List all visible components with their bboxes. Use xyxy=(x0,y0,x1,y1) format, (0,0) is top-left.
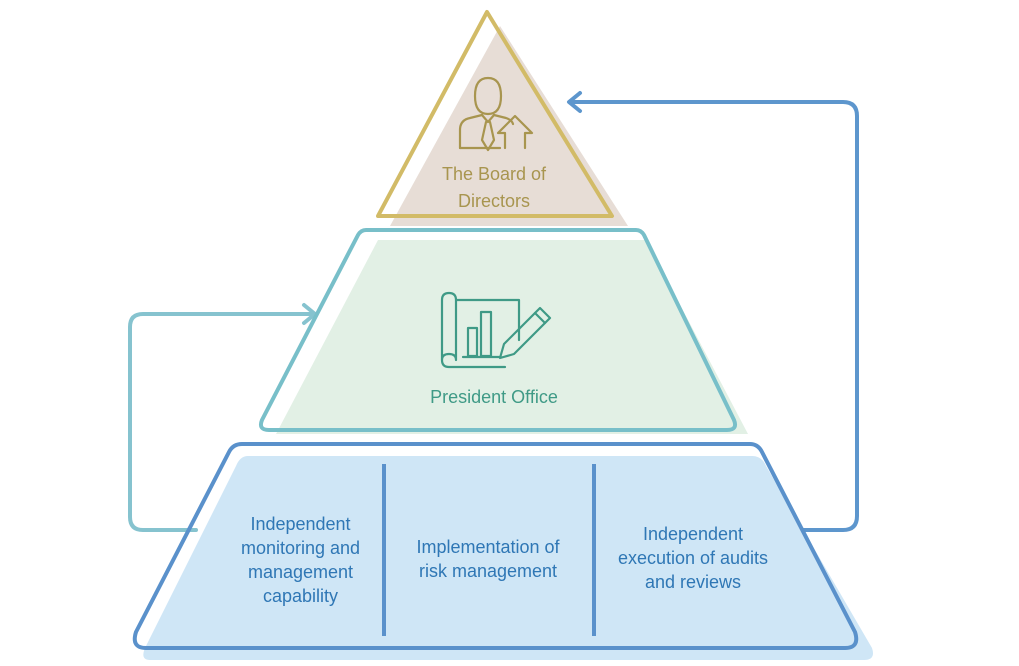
president-office-label: President Office xyxy=(430,387,558,407)
tier-board-of-directors xyxy=(376,10,628,226)
connector-bottom-to-president xyxy=(128,312,314,532)
arrowhead-board-icon xyxy=(567,91,582,113)
connector-bottom-to-board xyxy=(572,100,859,532)
businessman-upload-icon xyxy=(458,76,534,152)
tier-president-office xyxy=(258,228,748,434)
section-monitoring-label: Independent monitoring and management ca… xyxy=(240,514,361,606)
blueprint-chart-pencil-icon xyxy=(440,291,552,369)
board-of-directors-label: The Board of Directors xyxy=(441,164,547,211)
section-audits-reviews-label: Independent execution of audits and revi… xyxy=(617,524,769,592)
section-risk-management-label: Implementation of risk management xyxy=(416,537,560,581)
operations-tier-outline xyxy=(132,442,859,650)
board-tier-fill xyxy=(390,26,628,226)
board-tier-outline xyxy=(376,10,614,218)
operations-tier-fill xyxy=(143,456,874,660)
tier-operations xyxy=(132,442,874,660)
president-tier-outline xyxy=(258,228,738,432)
